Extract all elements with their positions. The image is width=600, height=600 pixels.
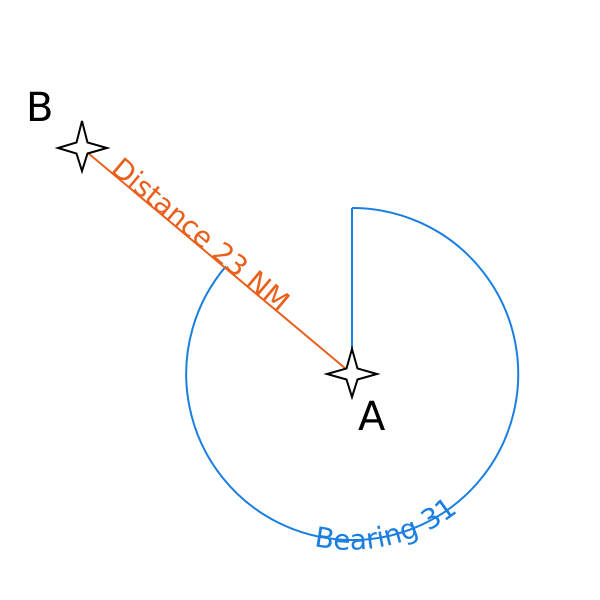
waypoint-a: A <box>323 345 386 440</box>
bearing-arc <box>185 207 520 541</box>
four-point-star-icon <box>54 120 111 175</box>
distance-label: Distance 23 NM <box>105 151 296 318</box>
waypoint-b: B <box>26 85 111 175</box>
point-label-b: B <box>26 85 53 131</box>
distance-line <box>81 147 353 375</box>
four-point-star-icon <box>323 345 381 401</box>
point-label-a: A <box>358 394 386 440</box>
